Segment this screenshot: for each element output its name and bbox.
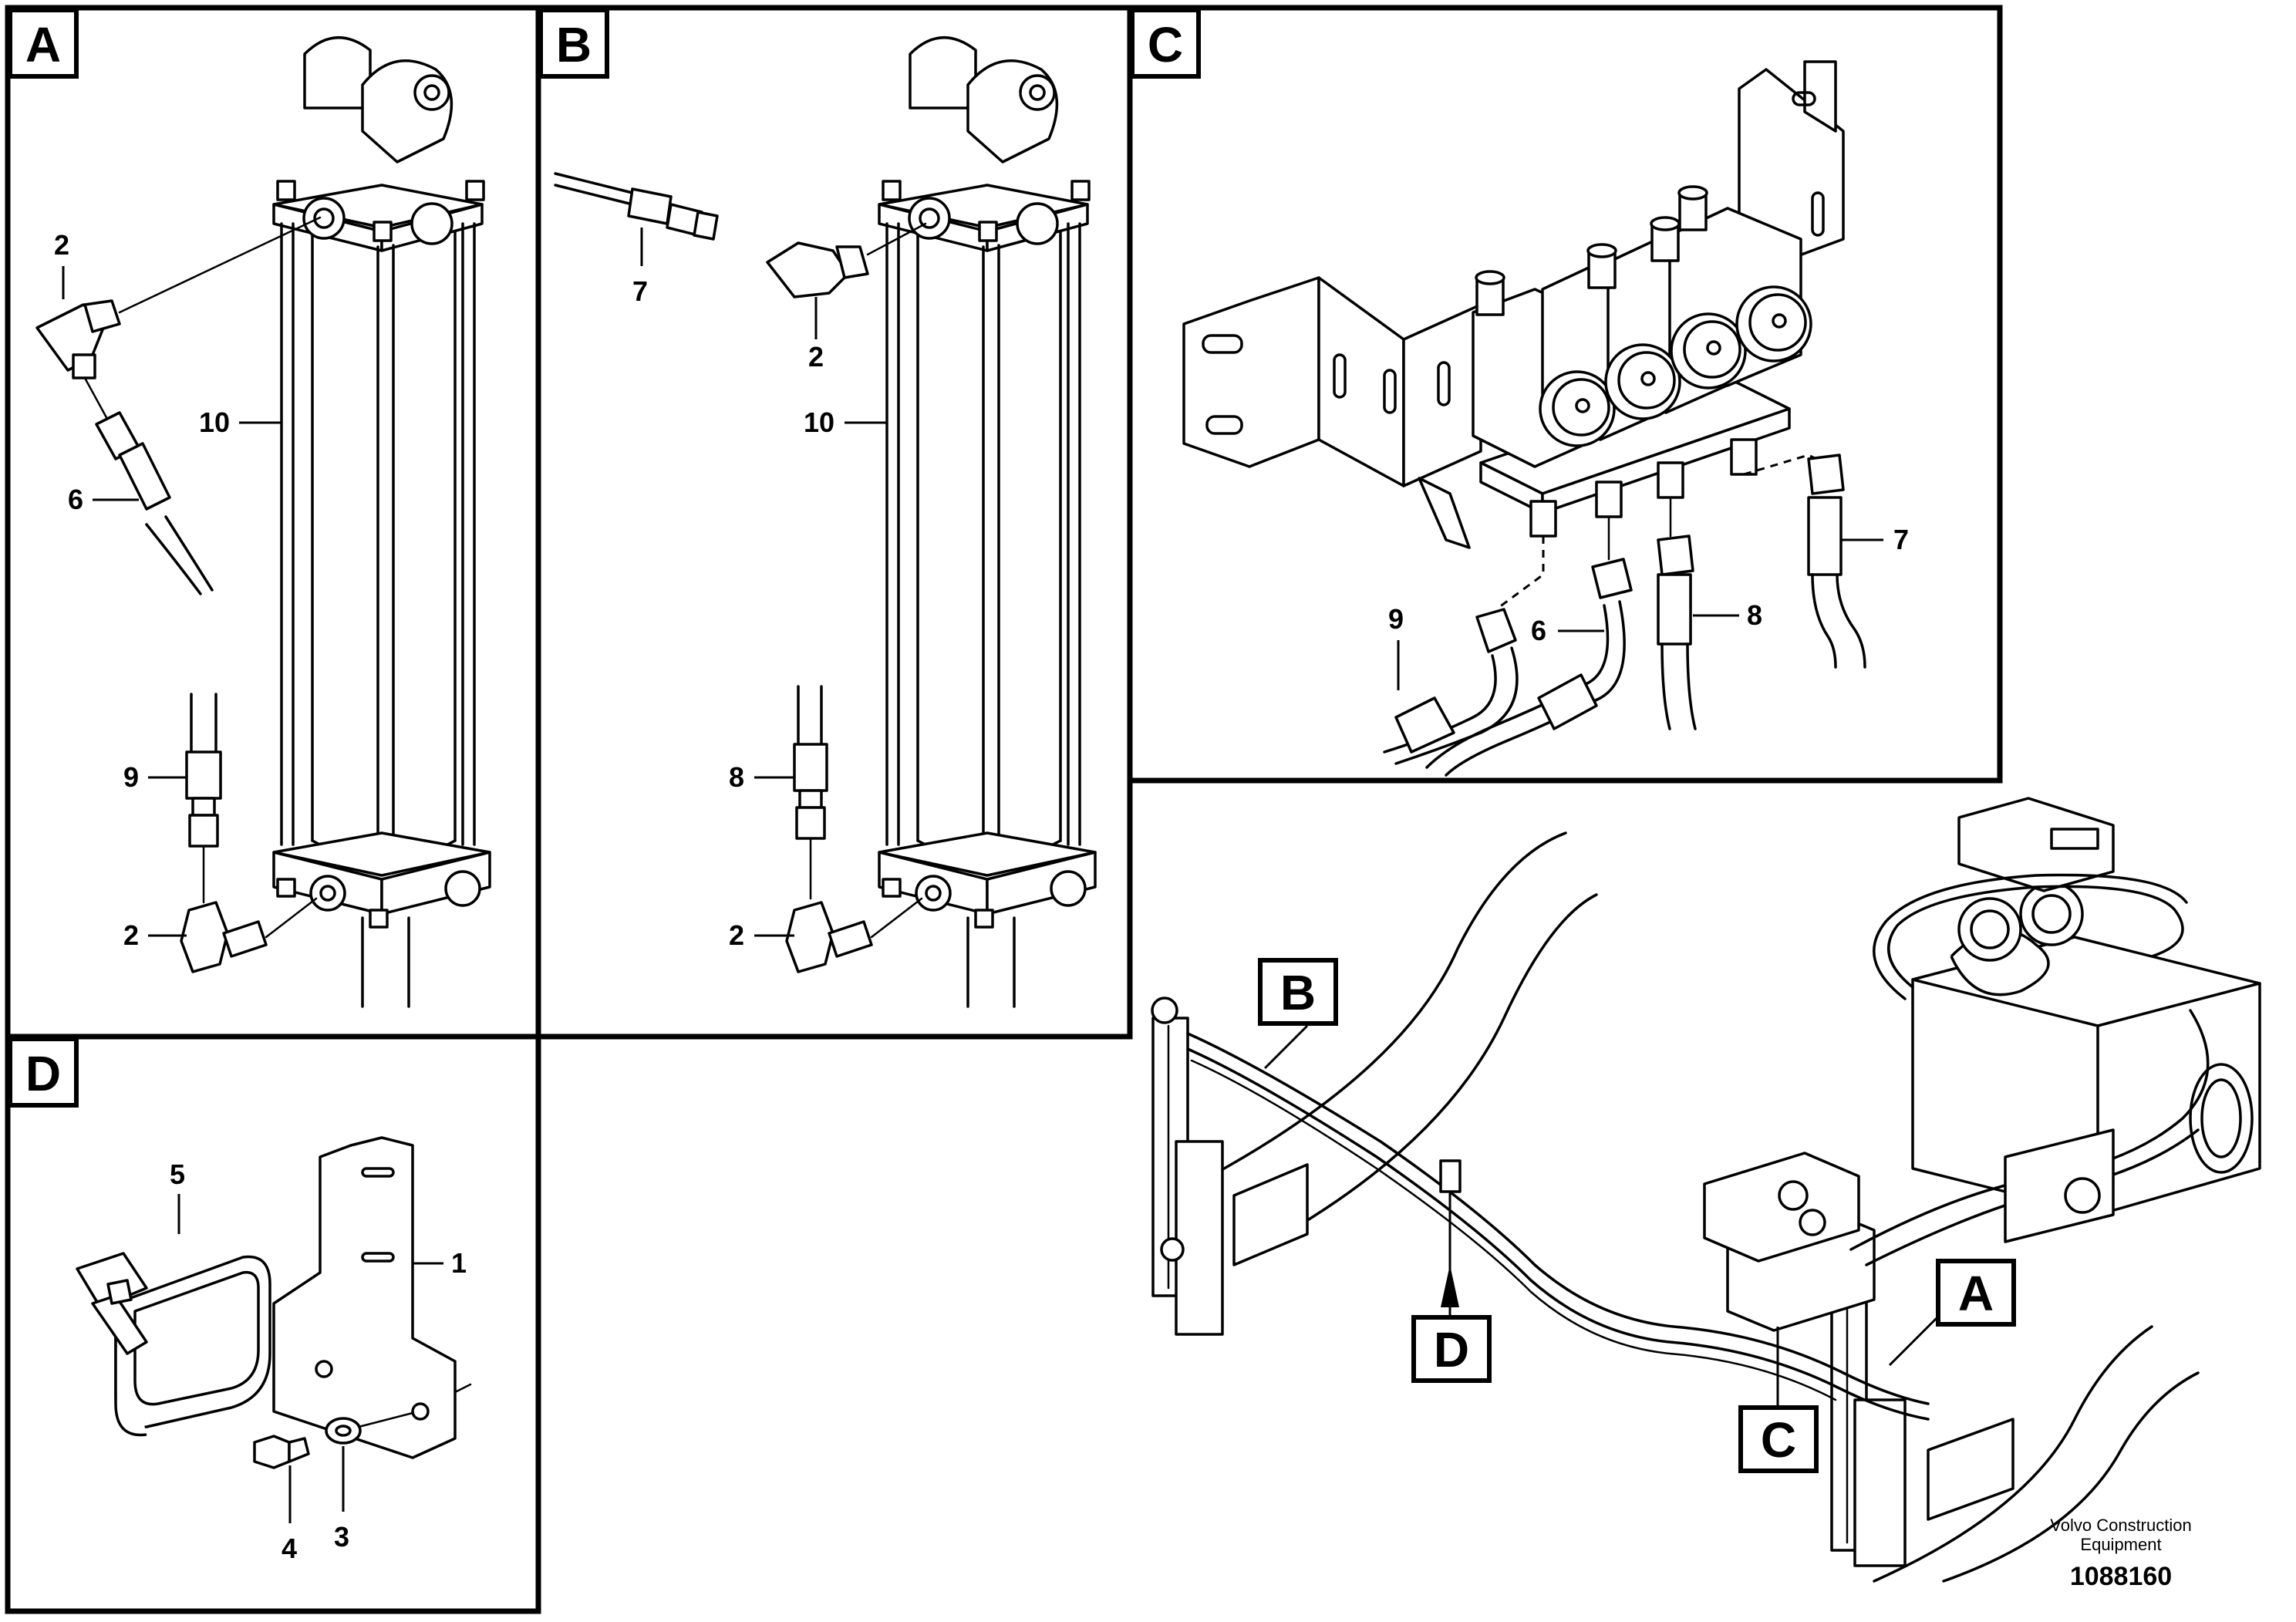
panel-c-callouts: 9 6 8 7 — [1388, 524, 1909, 690]
svg-text:6: 6 — [68, 484, 83, 515]
svg-text:2: 2 — [54, 229, 69, 261]
overview-label-a: A — [1936, 1259, 2016, 1327]
svg-text:D: D — [25, 1046, 61, 1101]
panel-d-label: D — [8, 1037, 79, 1108]
svg-text:6: 6 — [1531, 615, 1546, 646]
panel-d-frame — [5, 1034, 541, 1614]
overview-arrow-d — [1441, 1265, 1459, 1307]
panel-b-cylinder — [554, 35, 1097, 1008]
svg-text:1: 1 — [451, 1247, 467, 1279]
svg-text:2: 2 — [123, 919, 139, 951]
svg-text:A: A — [25, 17, 61, 73]
footer-company: Volvo Construction Equipment — [2050, 1516, 2191, 1554]
panel-a-label: A — [8, 8, 79, 79]
svg-text:C: C — [1148, 17, 1183, 73]
svg-text:7: 7 — [632, 275, 648, 307]
panel-d-parts — [76, 1136, 472, 1469]
svg-text:D: D — [1434, 1322, 1469, 1378]
svg-text:2: 2 — [729, 919, 744, 951]
panel-c-valve-block — [1182, 60, 1866, 777]
svg-text:9: 9 — [123, 761, 139, 793]
svg-text:4: 4 — [282, 1533, 297, 1564]
panel-a-cylinder — [35, 35, 491, 1008]
svg-text:8: 8 — [729, 761, 744, 793]
drawing-number: 1088160 — [2070, 1562, 2172, 1591]
svg-text:8: 8 — [1747, 599, 1762, 631]
svg-text:7: 7 — [1893, 524, 1909, 555]
overview-label-c: C — [1738, 1405, 1819, 1473]
svg-text:B: B — [1280, 965, 1316, 1020]
overview-label-b: B — [1258, 958, 1338, 1026]
svg-text:3: 3 — [334, 1521, 349, 1553]
svg-text:Equipment: Equipment — [2080, 1535, 2161, 1554]
svg-text:2: 2 — [808, 341, 824, 373]
overview-label-d: D — [1411, 1315, 1492, 1383]
svg-text:A: A — [1958, 1266, 1994, 1321]
overview-machine — [1151, 797, 2261, 1583]
svg-text:10: 10 — [199, 406, 230, 438]
svg-text:5: 5 — [170, 1158, 185, 1190]
panel-b-callouts: 7 2 10 8 2 — [632, 228, 887, 951]
panel-c-label: C — [1130, 8, 1201, 79]
panel-b-label: B — [538, 8, 609, 79]
svg-text:Volvo Construction: Volvo Construction — [2050, 1516, 2191, 1535]
svg-text:9: 9 — [1388, 603, 1404, 635]
panel-a-callouts: 2 10 6 9 2 — [54, 229, 282, 951]
panel-d-callouts: 5 1 4 3 — [170, 1158, 467, 1564]
svg-text:B: B — [556, 17, 592, 73]
svg-text:C: C — [1761, 1412, 1796, 1468]
panel-c-frame — [1127, 5, 2003, 784]
svg-text:10: 10 — [804, 406, 834, 438]
